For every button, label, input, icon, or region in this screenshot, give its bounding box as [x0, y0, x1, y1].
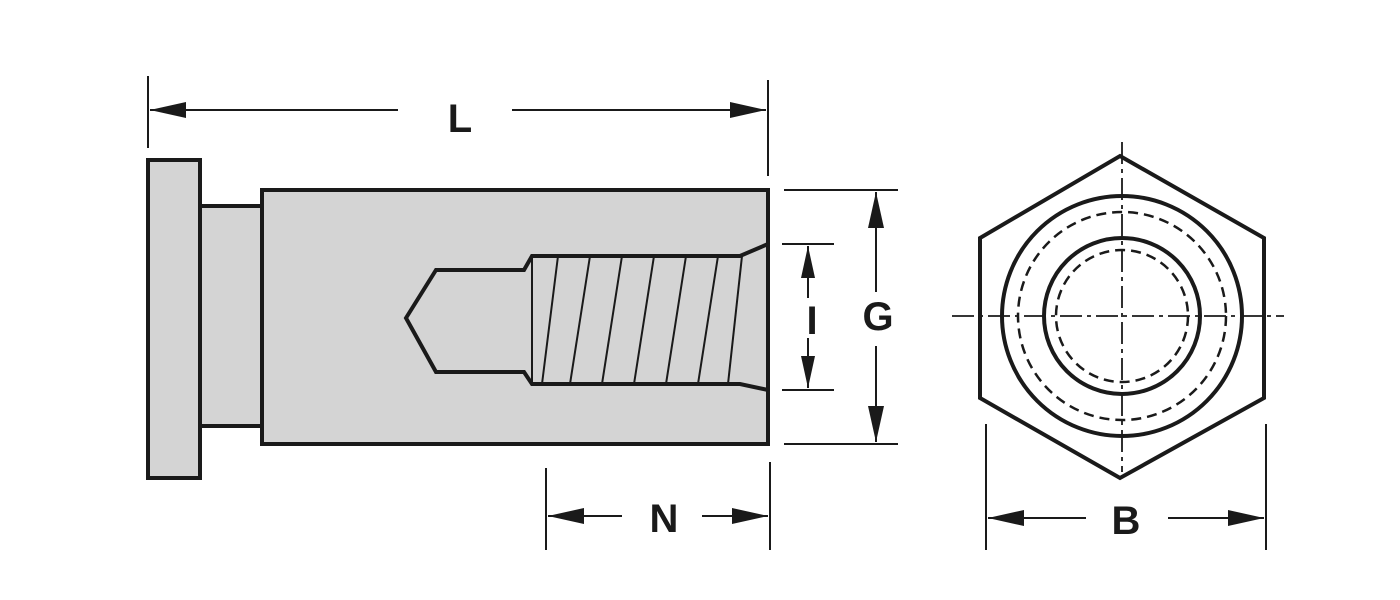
dimension-l: L	[147, 76, 769, 176]
end-view: B	[952, 142, 1284, 550]
main-body	[260, 188, 770, 446]
neck	[198, 204, 264, 428]
dimension-label-b: B	[1112, 499, 1141, 543]
dimension-g: G	[784, 189, 898, 445]
dimension-b: B	[985, 424, 1267, 550]
hex-outline	[978, 153, 1266, 481]
dimension-i: I	[782, 243, 834, 391]
dimension-label-l: L	[448, 97, 472, 141]
thread-lines	[541, 255, 743, 385]
dimension-label-n: N	[650, 497, 679, 541]
dimension-label-g: G	[862, 295, 893, 339]
dimension-n: N	[545, 462, 771, 550]
head-flange	[146, 158, 202, 480]
side-view: L G I N	[146, 76, 898, 550]
dimension-label-i: I	[806, 299, 817, 343]
internal-bore	[403, 242, 769, 392]
